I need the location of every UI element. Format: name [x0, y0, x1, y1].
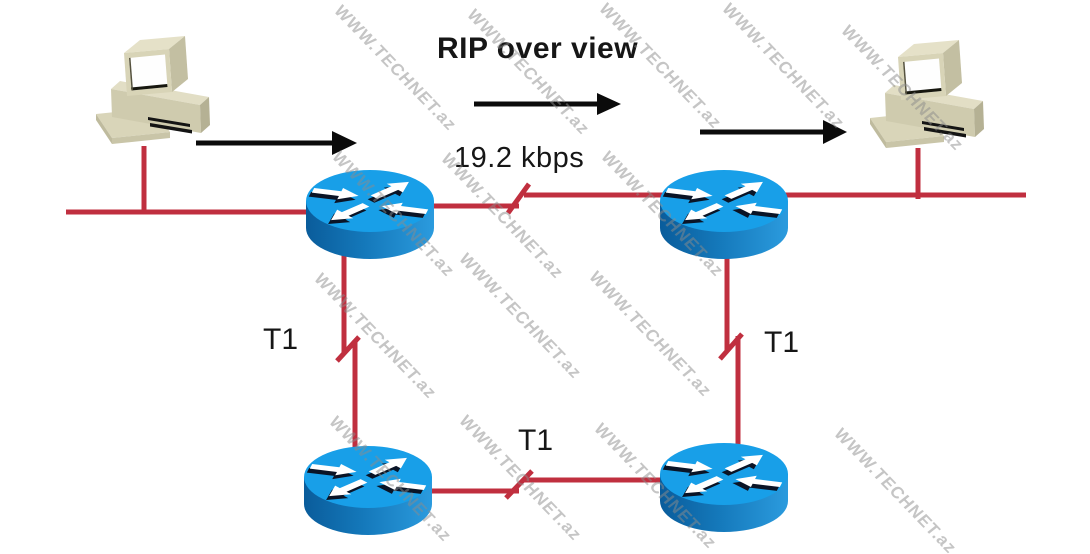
t1-link-left: [335, 252, 361, 450]
host-computer-left-icon: [90, 26, 230, 156]
diagram-title: RIP over view: [437, 32, 639, 65]
router-icon-top-left: [304, 168, 436, 260]
host-computer-right-icon: [864, 30, 1004, 160]
router-icon-bottom-left: [302, 444, 434, 536]
flow-arrow-right: [700, 120, 847, 144]
t1-label-bottom: T1: [518, 424, 554, 457]
t1-label-left: T1: [263, 323, 299, 356]
link-speed-label: 19.2 kbps: [454, 142, 585, 174]
flow-arrow-center: [474, 93, 621, 115]
router-icon-top-right: [658, 168, 790, 260]
serial-link-19kbps: [432, 182, 676, 215]
flow-arrow-left: [196, 131, 357, 155]
t1-link-right: [718, 252, 744, 446]
t1-link-bottom: [432, 469, 670, 500]
t1-label-right: T1: [764, 326, 800, 359]
router-icon-bottom-right: [658, 441, 790, 533]
